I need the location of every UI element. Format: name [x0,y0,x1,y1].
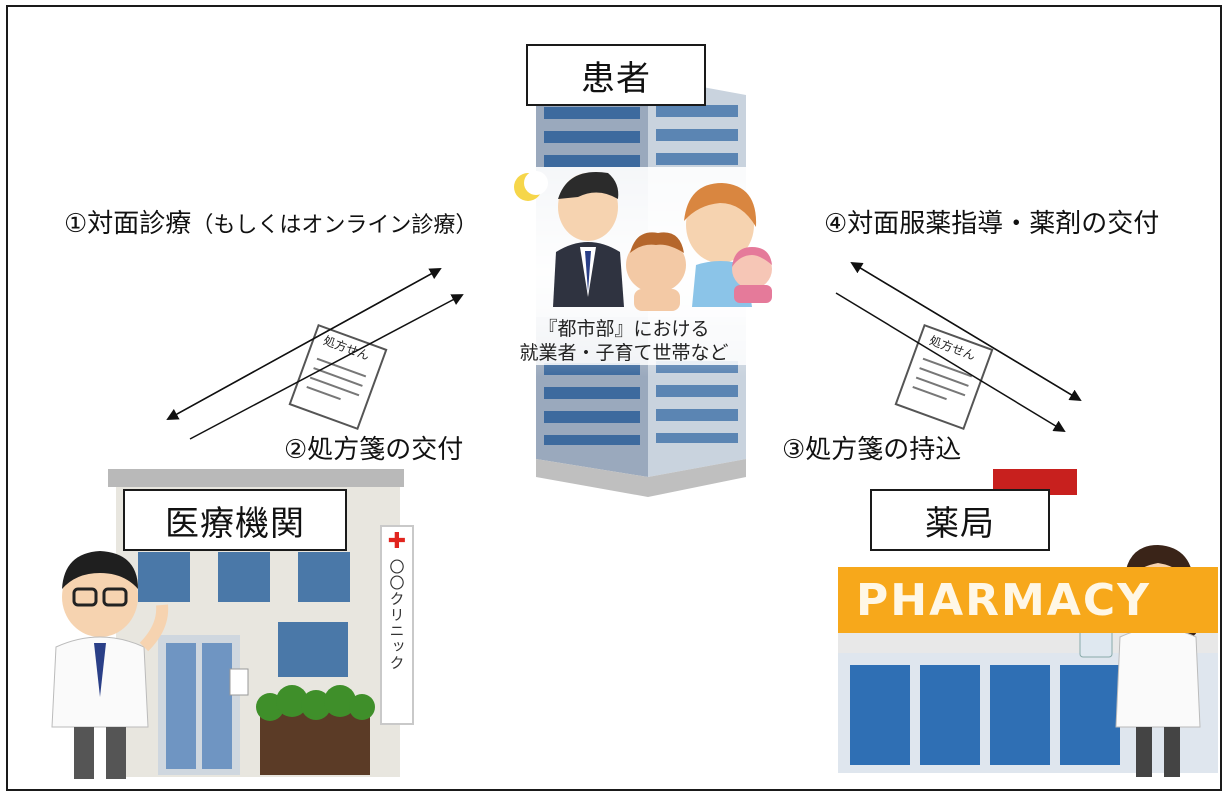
doctor-illustration [51,551,169,779]
step2-label: ②処方箋の交付 [284,435,464,465]
medical-cross-icon: ✚ [387,529,407,554]
pharmacy-sign: PHARMACY [838,567,1218,633]
patient-caption-line1: 『都市部』における [538,318,710,340]
patient-label-box: 患者 [526,44,706,106]
arrow-step3-to-pharmacy [835,292,1066,433]
clinic-label: 医療機関 [165,503,305,544]
patient-label: 患者 [581,58,651,99]
step3-label: ③処方箋の持込 [782,435,962,465]
step1-main: ①対面診療 [64,209,192,239]
patient-caption: 『都市部』における 就業者・子育て世帯など [494,317,754,365]
step4-label: ④対面服薬指導・薬剤の交付 [824,209,1160,239]
step1-label: ①対面診療（もしくはオンライン診療） [64,203,477,240]
prescription-slip-left: 処方せん [288,323,388,431]
clinic-sign-text: 〇〇クリニック [387,559,406,671]
arrow-step1-to-clinic [166,268,441,420]
patient-caption-line2: 就業者・子育て世帯など [519,342,729,364]
arrow-step2-to-patient [189,294,464,440]
step1-sub: （もしくはオンライン診療） [191,213,478,238]
pharmacy-label-box: 薬局 [870,489,1050,551]
pharmacy-label: 薬局 [925,503,995,544]
patients-illustration [514,167,773,317]
prescription-slip-right: 処方せん [894,323,994,431]
illustration-layer: 処方せん 処方せん [51,77,1218,779]
clinic-label-box: 医療機関 [123,489,347,551]
arrow-step4-to-pharmacy [851,262,1082,402]
clinic-sign: ✚ 〇〇クリニック [380,525,414,725]
diagram-frame: 処方せん 処方せん 患者 医療機関 [6,5,1222,791]
